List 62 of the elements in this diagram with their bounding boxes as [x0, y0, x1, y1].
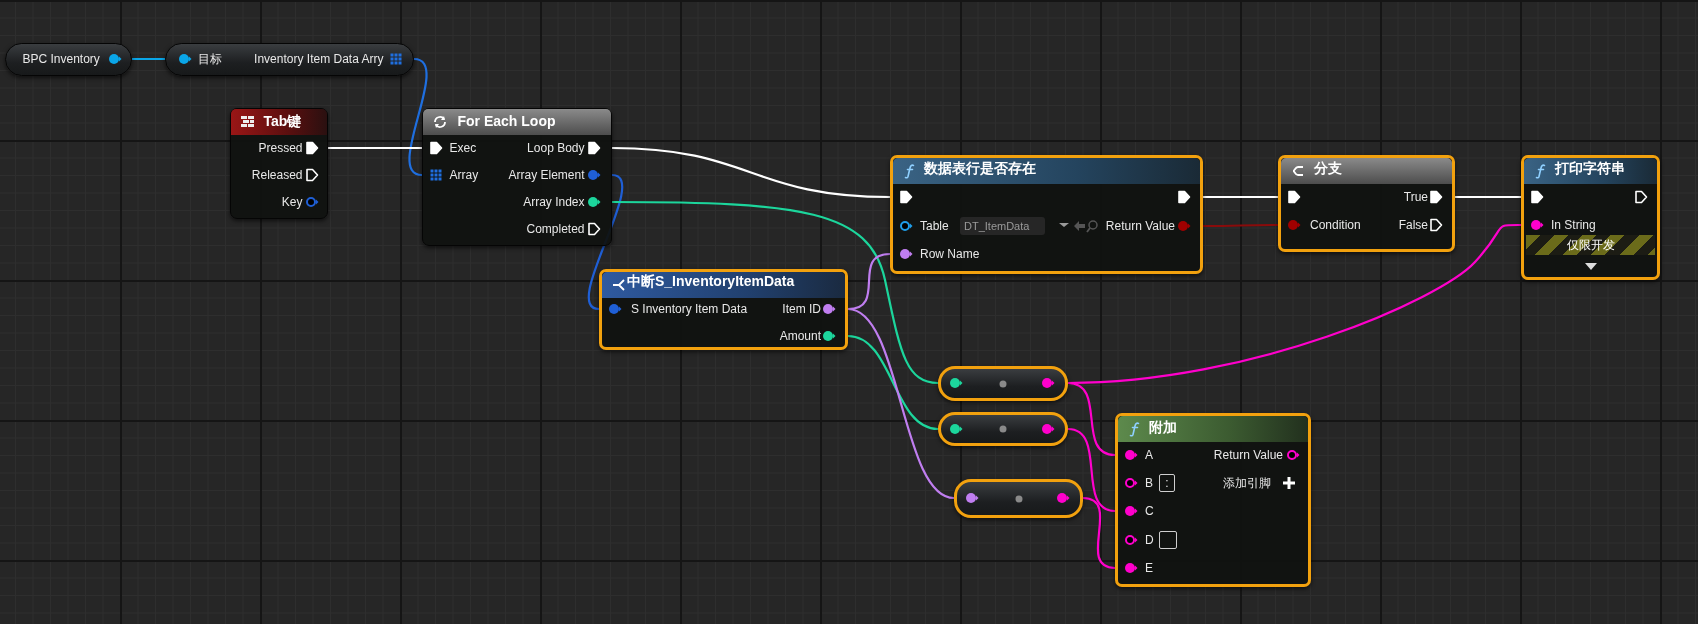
pin-label: Released [251, 167, 303, 182]
pin-label: In String [1551, 218, 1596, 232]
data-wire [1203, 223, 1278, 228]
pin-label: Return Value [1213, 448, 1283, 462]
variable-node [5, 43, 132, 76]
data-wire [132, 57, 165, 61]
conversion-node [954, 479, 1083, 518]
node-title: Tab键 [263, 113, 302, 128]
pin-label: Exec [449, 140, 477, 155]
blueprint-node [230, 108, 328, 219]
node-title: For Each Loop [457, 113, 556, 128]
text-field: : [1159, 474, 1175, 492]
data-wire [847, 307, 955, 500]
pin-label: Table [920, 219, 949, 233]
pin-label: 目标 [197, 51, 222, 66]
pin-label: D [1145, 533, 1154, 547]
blueprint-node [890, 155, 1203, 274]
pin-label: Row Name [920, 247, 980, 261]
pin-label: Array [449, 167, 479, 182]
pin-label: Array Index [523, 194, 585, 209]
pin-label: Condition [1310, 218, 1361, 232]
pin-label: Item ID [782, 302, 821, 316]
node-title: 分支 [1314, 161, 1342, 175]
blueprint-node [1278, 155, 1455, 252]
variable-node [165, 43, 414, 76]
blueprint-node [599, 269, 848, 350]
node-title: 数据表行是否存在 [924, 161, 1036, 175]
pin-label: B [1145, 476, 1153, 490]
exec-wire [611, 146, 891, 199]
conversion-node [938, 366, 1068, 401]
data-wire [1067, 381, 1116, 457]
pin-label: A [1145, 448, 1153, 462]
blueprint-node [1115, 413, 1311, 587]
node-title: 打印字符串 [1555, 161, 1625, 175]
pin-label: Completed [526, 221, 585, 236]
blueprint-node [422, 108, 612, 246]
pin-label: Return Value [1105, 219, 1175, 233]
exec-wire [1203, 195, 1278, 199]
pin-label: Inventory Item Data Arry [254, 51, 384, 66]
pin-label: S Inventory Item Data [631, 302, 748, 316]
pin-label: Pressed [258, 140, 303, 155]
pin-label: Loop Body [527, 140, 585, 155]
pin-label: True [1403, 190, 1428, 204]
dropdown-field: DT_ItemData [960, 217, 1046, 235]
pin-label: C [1145, 504, 1154, 518]
conversion-node [938, 412, 1068, 446]
data-wire [1067, 427, 1116, 513]
pin-label: Amount [779, 329, 821, 343]
pin-label: False [1398, 218, 1428, 232]
data-wire [612, 200, 939, 385]
data-wire [847, 334, 939, 431]
blueprint-node [1521, 155, 1660, 280]
pin-label: Array Element [508, 167, 585, 182]
variable-label: BPC Inventory [22, 51, 100, 66]
pin-label: Key [281, 194, 303, 209]
pin-label: E [1145, 561, 1153, 575]
node-title: 附加 [1149, 420, 1177, 434]
exec-wire [1455, 195, 1521, 199]
button-label: 添加引脚 [1223, 476, 1271, 490]
development-only-banner: 仅限开发 [1526, 235, 1655, 255]
node-title: 中断S_InventoryItemData [627, 274, 795, 288]
exec-wire [328, 146, 422, 150]
